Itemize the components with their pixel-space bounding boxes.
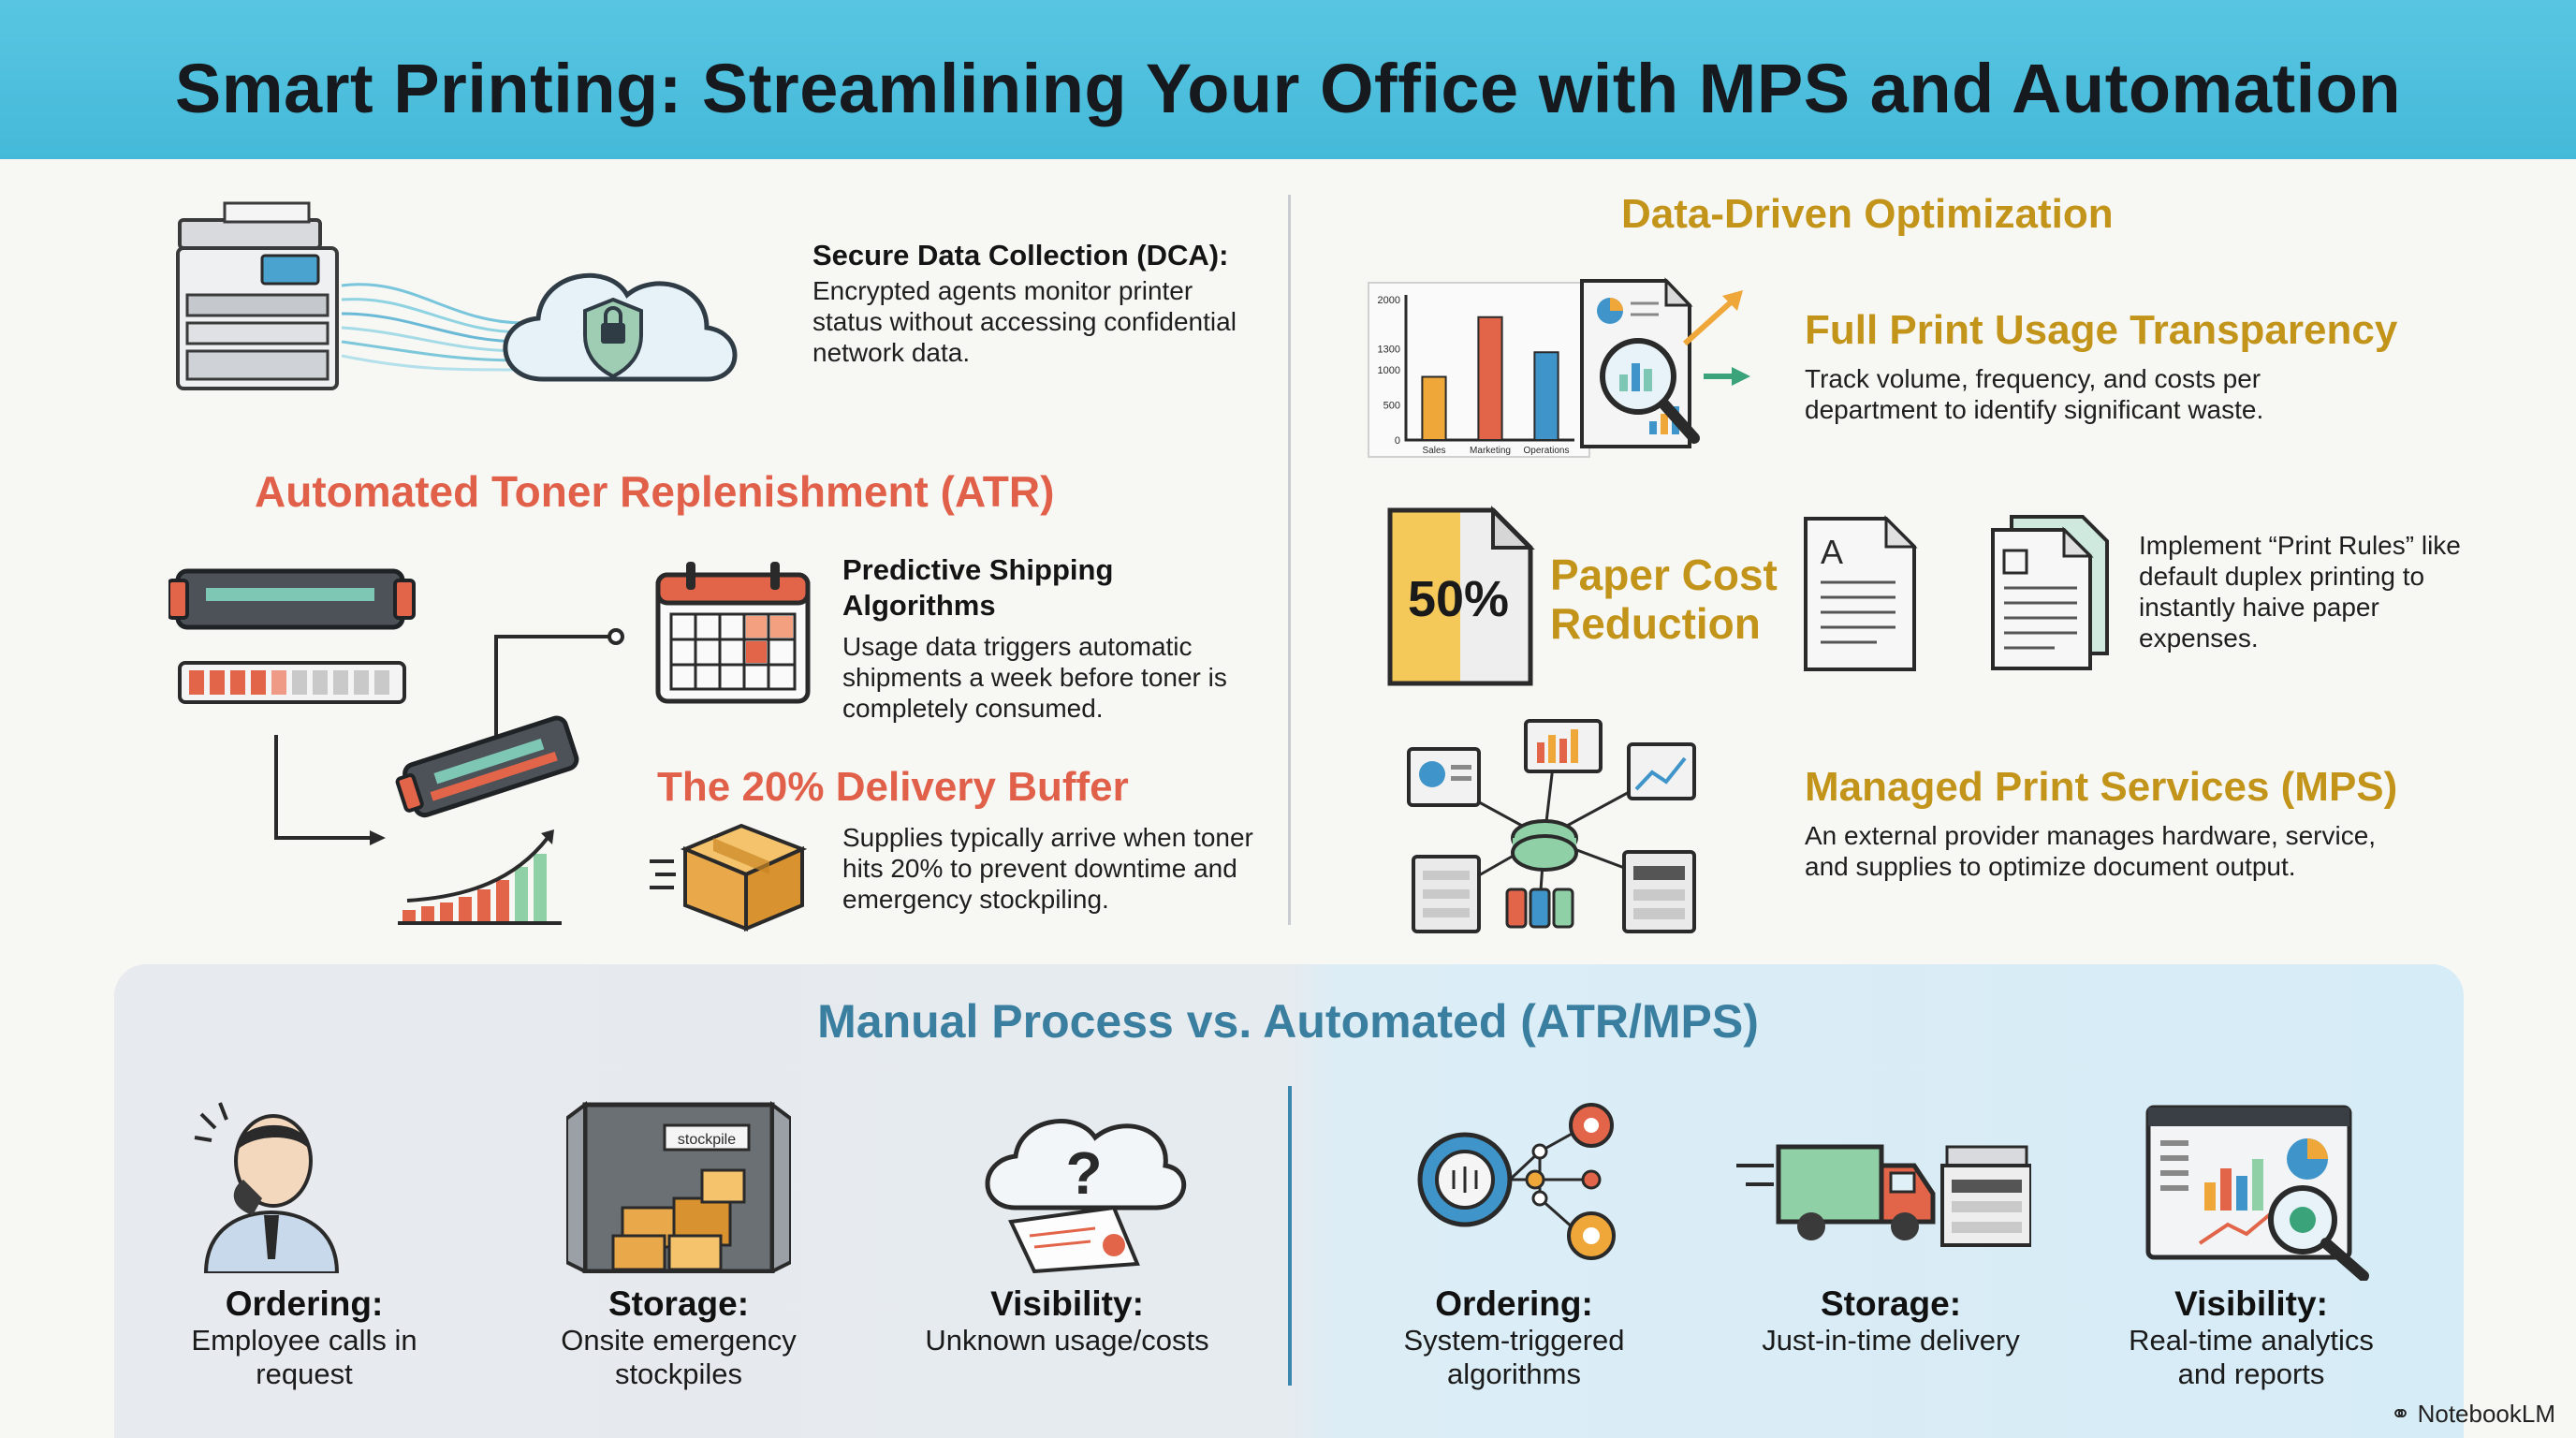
paper-percent-icon: 50% <box>1387 506 1535 686</box>
manual-visibility-caption: Visibility: Unknown usage/costs <box>899 1284 1236 1357</box>
analytics-dashboard-icon <box>2145 1105 2369 1281</box>
toner-cartridge-angled-icon <box>395 715 579 818</box>
shipping-box-icon <box>650 823 808 932</box>
auto-storage-title: Storage: <box>1820 1284 1962 1323</box>
auto-visibility-caption: Visibility: Real-time analytics and repo… <box>2097 1284 2406 1391</box>
mps-network-icon <box>1407 719 1696 933</box>
chart-bar-operations <box>1533 351 1559 441</box>
unknown-cloud-icon: ? <box>985 1119 1187 1273</box>
section-divider <box>1288 195 1291 925</box>
chart-ytick-label: 1300 <box>1378 345 1400 356</box>
dca-description: Encrypted agents monitor printer status … <box>812 276 1237 367</box>
paper-percent-label: 50% <box>1408 571 1509 627</box>
chart-ytick-label: 1000 <box>1378 365 1400 376</box>
manual-ordering-title: Ordering: <box>225 1284 384 1323</box>
report-magnifier-icon <box>1580 277 1750 448</box>
toner-cartridge-icon <box>168 568 416 630</box>
toner-level-bar-icon <box>178 661 406 704</box>
brand-name: NotebookLM <box>2417 1400 2555 1428</box>
page-title: Smart Printing: Streamlining Your Office… <box>174 50 2402 127</box>
toner-flow-illustration <box>168 568 624 925</box>
worried-phone-person-icon <box>194 1102 340 1273</box>
manual-ordering-caption: Ordering: Employee calls in request <box>140 1284 468 1391</box>
chart-ytick-label: 0 <box>1395 435 1400 447</box>
single-document-icon: A <box>1804 515 1918 671</box>
mps-title: Managed Print Services (MPS) <box>1805 764 2398 810</box>
duplex-document-icon <box>1991 515 2109 670</box>
mps-description: An external provider manages hardware, s… <box>1805 821 2377 881</box>
box-label: stockpile <box>678 1132 736 1148</box>
chart-axes <box>1404 295 1574 442</box>
delivery-truck-printer-icon <box>1736 1144 2031 1247</box>
data-driven-heading: Data-Driven Optimization <box>1621 191 2114 237</box>
auto-ordering-caption: Ordering: System-triggered algorithms <box>1357 1284 1671 1391</box>
doc-letter: A <box>1821 533 1843 571</box>
print-rules-description: Implement “Print Rules” like default dup… <box>2139 531 2461 653</box>
auto-storage-caption: Storage: Just-in-time delivery <box>1722 1284 2059 1357</box>
printer-icon <box>176 201 339 390</box>
transparency-title: Full Print Usage Transparency <box>1805 307 2398 353</box>
paper-cost-title: Paper Cost Reduction <box>1550 550 1778 648</box>
chart-bar-marketing <box>1477 315 1503 441</box>
atr-heading: Automated Toner Replenishment (ATR) <box>255 467 1055 516</box>
auto-storage-desc: Just-in-time delivery <box>1762 1324 2020 1357</box>
manual-visibility-title: Visibility: <box>990 1284 1144 1323</box>
buffer-description: Supplies typically arrive when toner hit… <box>842 823 1253 914</box>
manual-ordering-desc: Employee calls in request <box>191 1324 417 1390</box>
predictive-description: Usage data triggers automatic shipments … <box>842 632 1227 723</box>
auto-visibility-title: Visibility: <box>2174 1284 2328 1323</box>
chart-category-label: Operations <box>1524 446 1570 456</box>
manual-storage-desc: Onsite emergency stockpiles <box>561 1324 797 1390</box>
flow-arrow-down <box>274 735 370 840</box>
chart-bar-sales <box>1421 375 1447 441</box>
flow-arrow-up <box>494 635 608 772</box>
manual-storage-caption: Storage: Onsite emergency stockpiles <box>520 1284 838 1391</box>
auto-ordering-desc: System-triggered algorithms <box>1403 1324 1625 1390</box>
buffer-heading: The 20% Delivery Buffer <box>657 764 1129 810</box>
brand-logo-icon: ⚭ <box>2390 1400 2418 1428</box>
chart-ytick-label: 500 <box>1383 401 1400 412</box>
gears-algorithm-icon <box>1417 1103 1616 1260</box>
header-banner: Smart Printing: Streamlining Your Office… <box>0 0 2576 159</box>
manual-storage-title: Storage: <box>607 1284 750 1323</box>
comparison-heading: Manual Process vs. Automated (ATR/MPS) <box>817 995 1759 1048</box>
auto-visibility-desc: Real-time analytics and reports <box>2129 1324 2374 1390</box>
storage-cabinet-icon: stockpile <box>566 1101 791 1273</box>
predictive-title: Predictive Shipping Algorithms <box>842 553 1114 622</box>
chart-ytick-label: 2000 <box>1378 295 1400 306</box>
transparency-description: Track volume, frequency, and costs per d… <box>1805 364 2264 424</box>
growth-chart-icon <box>398 829 562 925</box>
comparison-divider <box>1288 1086 1292 1386</box>
dca-title: Secure Data Collection (DCA): <box>812 239 1229 271</box>
chart-category-label: Sales <box>1422 446 1445 456</box>
cloud-lock-icon <box>503 272 738 382</box>
brand-watermark: ⚭ NotebookLM <box>2391 1400 2555 1429</box>
data-stream-lines <box>341 283 525 372</box>
svg-text:?: ? <box>1065 1139 1102 1207</box>
chart-category-label: Marketing <box>1470 446 1511 456</box>
manual-visibility-desc: Unknown usage/costs <box>925 1324 1209 1357</box>
calendar-icon <box>655 562 811 704</box>
auto-ordering-title: Ordering: <box>1435 1284 1593 1323</box>
printer-cloud-illustration <box>176 201 738 390</box>
